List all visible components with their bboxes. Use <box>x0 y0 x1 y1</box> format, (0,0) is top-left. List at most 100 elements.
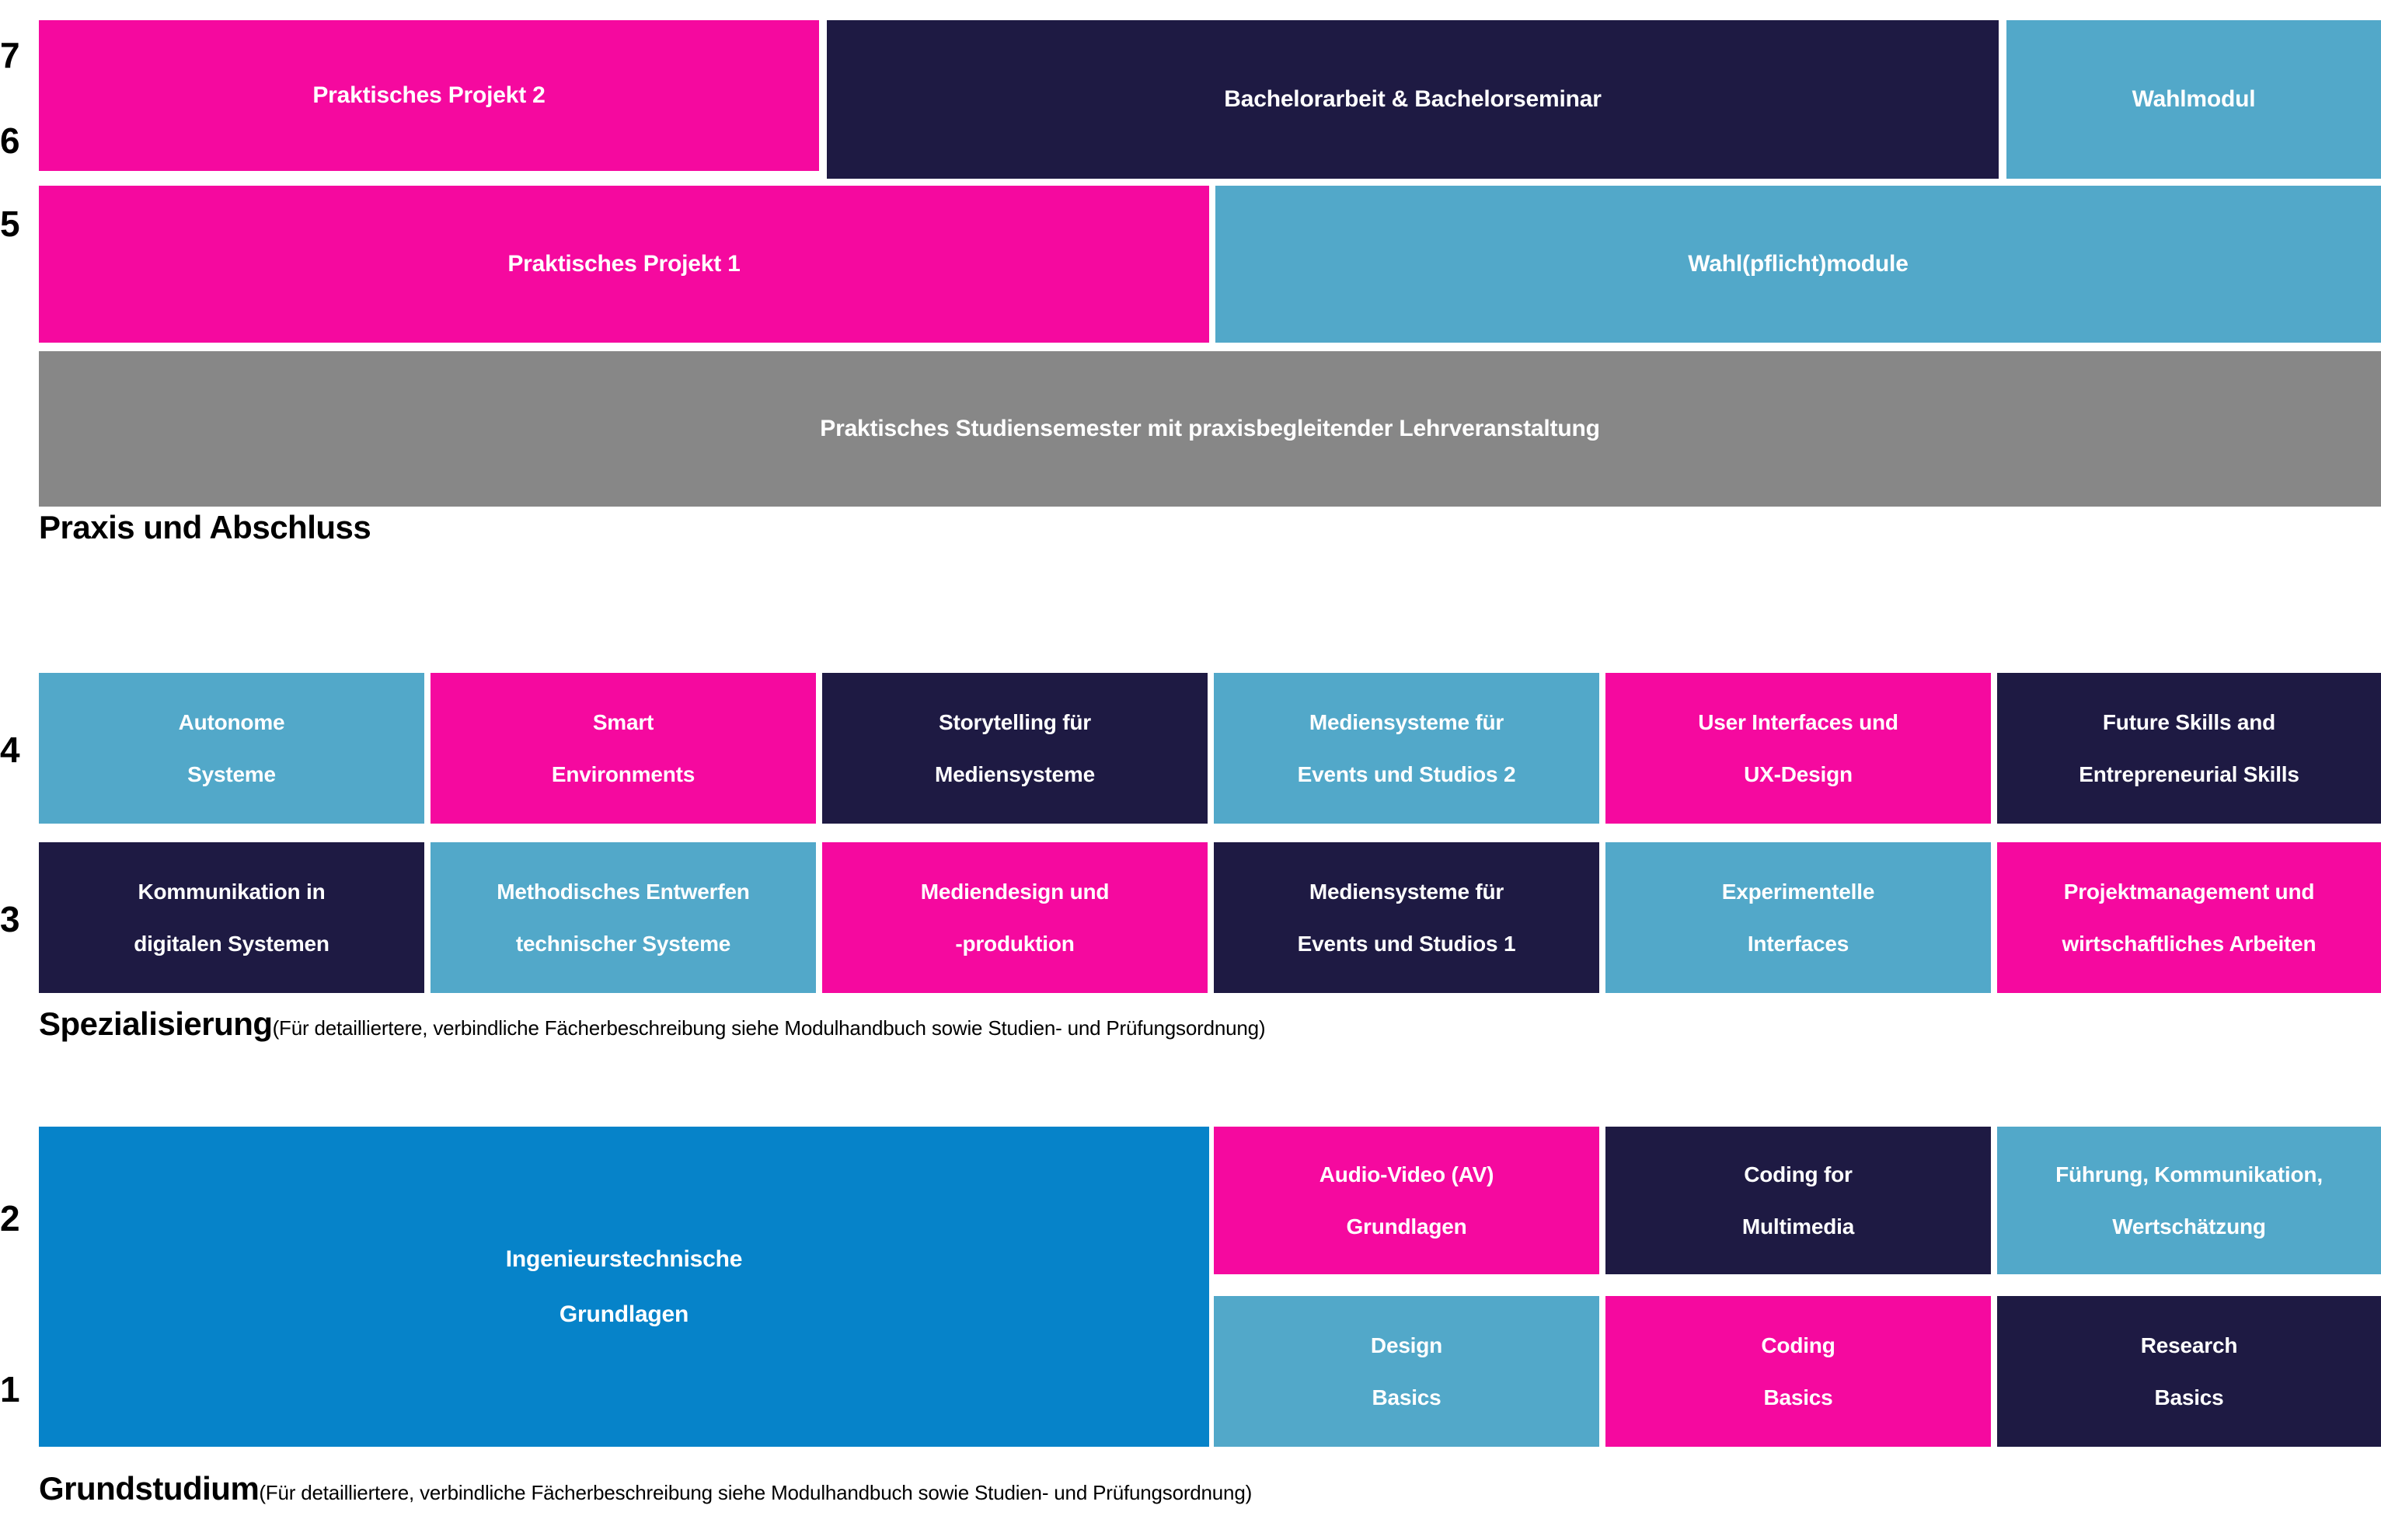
section-caption-spezialisierung: Spezialisierung(Für detailliertere, verb… <box>39 1005 1266 1043</box>
module-label: Storytelling für Mediensysteme <box>830 709 1200 786</box>
module-label: Mediensysteme für Events und Studios 2 <box>1222 709 1591 786</box>
module-kommunikation-in-digitalen-systemen[interactable]: Kommunikation in digitalen Systemen <box>39 842 424 993</box>
module-label: Coding for Multimedia <box>1613 1162 1983 1239</box>
module-label: Smart Environments <box>438 709 808 786</box>
module-label-line1: Mediensysteme für <box>1309 880 1504 904</box>
module-label-line1: Kommunikation in <box>138 880 326 904</box>
module-label-line2: Interfaces <box>1747 931 1849 956</box>
module-label-line1: Storytelling für <box>939 710 1091 735</box>
semester-number-1: 1 <box>0 1369 20 1409</box>
module-smart-environments[interactable]: Smart Environments <box>431 673 816 824</box>
module-research-basics[interactable]: Research Basics <box>1997 1296 2381 1447</box>
module-label: Autonome Systeme <box>47 709 417 786</box>
module-label: Mediensysteme für Events und Studios 1 <box>1222 879 1591 956</box>
module-label: Kommunikation in digitalen Systemen <box>47 879 417 956</box>
module-bachelorarbeit-bachelorseminar[interactable]: Bachelorarbeit & Bachelorseminar <box>827 20 1999 179</box>
module-label-line1: Coding for <box>1744 1162 1853 1187</box>
section-title-spezialisierung: Spezialisierung <box>39 1005 273 1042</box>
module-label: Coding Basics <box>1613 1333 1983 1409</box>
module-label-line2: Events und Studios 1 <box>1297 931 1516 956</box>
module-label: Praktisches Studiensemester mit praxisbe… <box>820 416 1600 442</box>
semester-number-3: 3 <box>0 899 20 939</box>
module-label-line2: Grundlagen <box>559 1301 689 1327</box>
module-autonome-systeme[interactable]: Autonome Systeme <box>39 673 424 824</box>
module-label-line1: Audio-Video (AV) <box>1319 1162 1494 1187</box>
module-label: Praktisches Projekt 2 <box>312 82 546 109</box>
module-label-line2: Wertschätzung <box>2112 1214 2266 1239</box>
module-coding-basics[interactable]: Coding Basics <box>1605 1296 1991 1447</box>
module-label-line1: Design <box>1370 1333 1443 1358</box>
module-label: User Interfaces und UX-Design <box>1613 709 1983 786</box>
module-design-basics[interactable]: Design Basics <box>1214 1296 1599 1447</box>
module-label-line1: Mediensysteme für <box>1309 710 1504 735</box>
module-wahlpflichtmodule[interactable]: Wahl(pflicht)module <box>1215 186 2381 343</box>
module-label-line1: Future Skills and <box>2102 710 2276 735</box>
module-label: Future Skills and Entrepreneurial Skills <box>2005 709 2373 786</box>
module-praktisches-projekt-1[interactable]: Praktisches Projekt 1 <box>39 186 1209 343</box>
module-label-line1: Experimentelle <box>1721 880 1875 904</box>
module-label-line1: User Interfaces und <box>1698 710 1898 735</box>
semester-number-5: 5 <box>0 204 20 244</box>
module-label: Mediendesign und -produktion <box>830 879 1200 956</box>
module-label: Bachelorarbeit & Bachelorseminar <box>1224 86 1602 113</box>
module-label-line1: Research <box>2140 1333 2238 1358</box>
module-label-line2: Basics <box>1763 1385 1833 1409</box>
module-mediendesign-und-produktion[interactable]: Mediendesign und -produktion <box>822 842 1208 993</box>
module-label-line2: Multimedia <box>1741 1214 1855 1239</box>
section-title-grundstudium: Grundstudium <box>39 1470 260 1507</box>
section-caption-praxis: Praxis und Abschluss <box>39 509 371 546</box>
module-label-line1: Smart <box>592 710 654 735</box>
module-label-line1: Projektmanagement und <box>2063 880 2315 904</box>
module-user-interfaces-ux-design[interactable]: User Interfaces und UX-Design <box>1605 673 1991 824</box>
module-audio-video-av-grundlagen[interactable]: Audio-Video (AV) Grundlagen <box>1214 1127 1599 1274</box>
module-label-line1: Ingenieurstechnische <box>505 1246 743 1272</box>
module-storytelling-fuer-mediensysteme[interactable]: Storytelling für Mediensysteme <box>822 673 1208 824</box>
module-label-line2: Entrepreneurial Skills <box>2079 761 2299 786</box>
module-label: Wahl(pflicht)module <box>1688 251 1909 277</box>
module-label-line2: Environments <box>551 761 695 786</box>
module-label-line1: Autonome <box>178 710 285 735</box>
section-subtitle-spezialisierung: (Für detailliertere, verbindliche Fächer… <box>272 1016 1266 1040</box>
module-label-line2: Events und Studios 2 <box>1297 761 1516 786</box>
module-label-line2: -produktion <box>955 931 1075 956</box>
module-label-line1: Führung, Kommunikation, <box>2055 1162 2323 1187</box>
section-title-praxis: Praxis und Abschluss <box>39 509 371 545</box>
module-label-line2: Basics <box>2154 1385 2224 1409</box>
module-praktisches-studiensemester[interactable]: Praktisches Studiensemester mit praxisbe… <box>39 351 2381 507</box>
module-label-line2: digitalen Systemen <box>134 931 329 956</box>
module-label: Research Basics <box>2005 1333 2373 1409</box>
module-praktisches-projekt-2[interactable]: Praktisches Projekt 2 <box>39 20 819 171</box>
module-label-line2: Grundlagen <box>1346 1214 1467 1239</box>
module-methodisches-entwerfen-technischer-systeme[interactable]: Methodisches Entwerfen technischer Syste… <box>431 842 816 993</box>
module-label: Praktisches Projekt 1 <box>507 251 741 277</box>
module-projektmanagement-wirtschaftliches-arbeiten[interactable]: Projektmanagement und wirtschaftliches A… <box>1997 842 2381 993</box>
module-label-line1: Methodisches Entwerfen <box>497 880 750 904</box>
module-label-line2: wirtschaftliches Arbeiten <box>2062 931 2317 956</box>
module-label: Projektmanagement und wirtschaftliches A… <box>2005 879 2373 956</box>
module-ingenieurstechnische-grundlagen[interactable]: Ingenieurstechnische Grundlagen <box>39 1127 1209 1447</box>
module-label-line1: Coding <box>1761 1333 1835 1358</box>
module-future-skills-entrepreneurial-skills[interactable]: Future Skills and Entrepreneurial Skills <box>1997 673 2381 824</box>
module-label-line2: UX-Design <box>1744 761 1853 786</box>
module-label: Ingenieurstechnische Grundlagen <box>47 1246 1201 1328</box>
module-mediensysteme-events-studios-1[interactable]: Mediensysteme für Events und Studios 1 <box>1214 842 1599 993</box>
module-mediensysteme-events-studios-2[interactable]: Mediensysteme für Events und Studios 2 <box>1214 673 1599 824</box>
module-label: Methodisches Entwerfen technischer Syste… <box>438 879 808 956</box>
module-label-line2: Mediensysteme <box>935 761 1095 786</box>
module-label-line1: Mediendesign und <box>920 880 1110 904</box>
module-label: Führung, Kommunikation, Wertschätzung <box>2005 1162 2373 1239</box>
module-fuehrung-kommunikation-wertschaetzung[interactable]: Führung, Kommunikation, Wertschätzung <box>1997 1127 2381 1274</box>
module-label-line2: technischer Systeme <box>515 931 731 956</box>
module-label: Experimentelle Interfaces <box>1613 879 1983 956</box>
module-label-line2: Basics <box>1372 1385 1441 1409</box>
module-experimentelle-interfaces[interactable]: Experimentelle Interfaces <box>1605 842 1991 993</box>
module-wahlmodul[interactable]: Wahlmodul <box>2006 20 2381 179</box>
section-subtitle-grundstudium: (Für detailliertere, verbindliche Fächer… <box>259 1481 1253 1504</box>
module-label: Design Basics <box>1222 1333 1591 1409</box>
semester-number-4: 4 <box>0 730 20 770</box>
module-coding-for-multimedia[interactable]: Coding for Multimedia <box>1605 1127 1991 1274</box>
module-label-line2: Systeme <box>187 761 276 786</box>
semester-number-2: 2 <box>0 1198 20 1239</box>
module-label: Wahlmodul <box>2132 86 2256 113</box>
